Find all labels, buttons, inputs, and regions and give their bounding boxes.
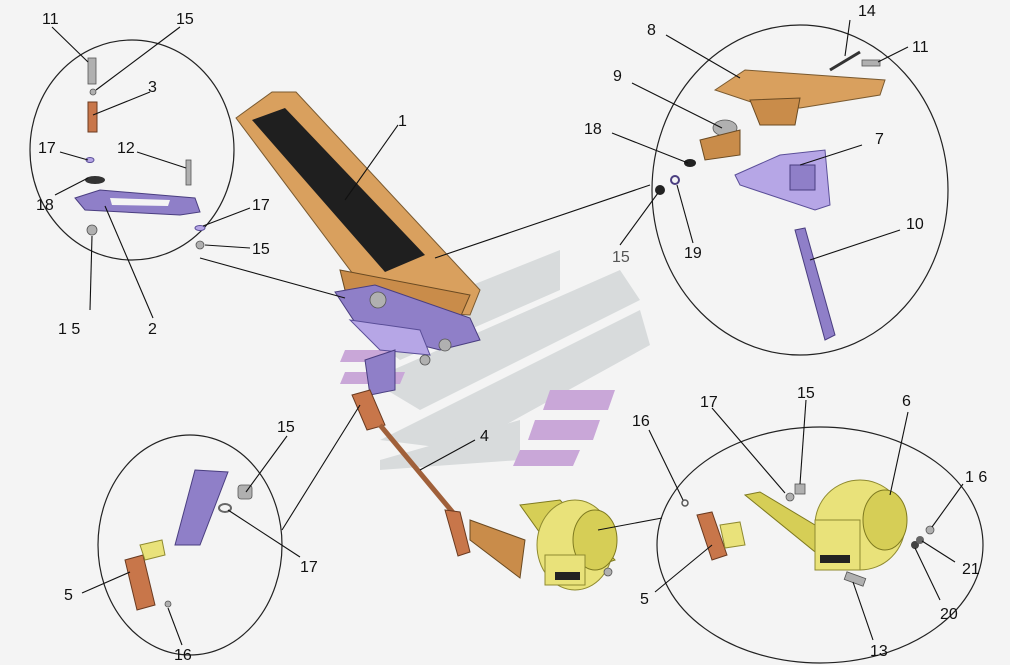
label-1: 1 (398, 113, 407, 130)
label-15: 15 (277, 419, 295, 436)
bottom-right-detail-parts (681, 479, 935, 587)
label-18: 18 (36, 197, 54, 214)
label-16: 16 (174, 647, 192, 664)
cylinder-main (519, 499, 618, 591)
label-15: 15 (797, 385, 815, 402)
label-16: 1 6 (965, 469, 987, 486)
label-5: 5 (64, 587, 73, 604)
label-18: 18 (584, 121, 602, 138)
label-14: 14 (858, 3, 876, 20)
bottom-left-detail-parts (124, 469, 253, 611)
leader-lines (51, 19, 964, 646)
label-15: 15 (176, 11, 194, 28)
label-17: 17 (38, 140, 56, 157)
label-13: 13 (870, 643, 888, 660)
detail-circle-bottom-right (656, 426, 984, 664)
label-4: 4 (480, 428, 489, 445)
label-8: 8 (647, 22, 656, 39)
label-15: 15 (612, 249, 630, 266)
label-6: 6 (902, 393, 911, 410)
label-9: 9 (613, 68, 622, 85)
label-17: 17 (700, 394, 718, 411)
pedal-assembly (235, 91, 481, 396)
label-3: 3 (148, 79, 157, 96)
right-top-detail-parts (655, 50, 886, 341)
label-12: 12 (117, 140, 135, 157)
label-10: 10 (906, 216, 924, 233)
label-11: 11 (912, 39, 929, 56)
label-11: 11 (42, 11, 59, 28)
label-15: 15 (252, 241, 270, 258)
rod-assembly (351, 389, 526, 579)
detail-circle-left (29, 39, 235, 261)
label-19: 19 (684, 245, 702, 262)
detail-circle-right-top (651, 24, 949, 356)
label-17: 17 (300, 559, 318, 576)
label-20: 20 (940, 606, 958, 623)
label-2: 2 (148, 321, 157, 338)
label-5: 5 (640, 591, 649, 608)
label-7: 7 (875, 131, 884, 148)
label-16: 16 (632, 413, 650, 430)
part-labels: 11 15 3 17 12 18 17 15 1 5 2 1 4 8 14 11… (36, 3, 987, 664)
label-21: 21 (962, 561, 980, 578)
label-17: 17 (252, 197, 270, 214)
label-15: 1 5 (58, 321, 80, 338)
